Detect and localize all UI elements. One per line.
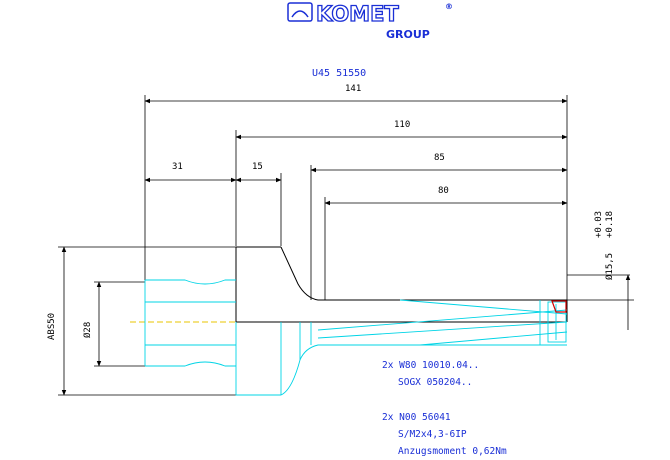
note-insert-type: SOGX 050204..: [398, 377, 472, 388]
dimension-lines: [58, 98, 634, 396]
cutting-insert: [551, 300, 567, 313]
dim-110: 110: [394, 120, 410, 130]
tool-outline: [235, 246, 568, 323]
extension-lines: [144, 95, 630, 300]
logo-emblem-icon: [287, 2, 313, 22]
dim-tol-upper: +0.03: [594, 211, 604, 238]
dim-31: 31: [172, 162, 183, 172]
dim-85: 85: [434, 153, 445, 163]
dim-cutting-diameter: Ø15,5: [604, 253, 615, 280]
dim-abs50: ABS50: [47, 313, 57, 340]
tool-hidden-lines: [144, 279, 568, 396]
note-torque: Anzugsmoment 0,62Nm: [398, 446, 507, 457]
part-number: U45 51550: [312, 68, 366, 79]
komet-logo: KOMET ® GROUP: [287, 1, 453, 41]
dim-bore-diameter: Ø28: [82, 322, 93, 338]
logo-group: GROUP: [386, 28, 430, 41]
note-screw-qty: 2x N00 56041: [382, 412, 451, 423]
dim-80: 80: [438, 186, 449, 196]
note-insert-qty: 2x W80 10010.04..: [382, 360, 479, 371]
note-screw-type: S/M2x4,3-6IP: [398, 429, 467, 440]
logo-registered: ®: [445, 2, 453, 11]
dim-tol-lower: +0.18: [605, 211, 615, 238]
dim-15: 15: [252, 162, 263, 172]
dim-141: 141: [345, 84, 361, 94]
logo-brand: KOMET: [316, 2, 399, 26]
